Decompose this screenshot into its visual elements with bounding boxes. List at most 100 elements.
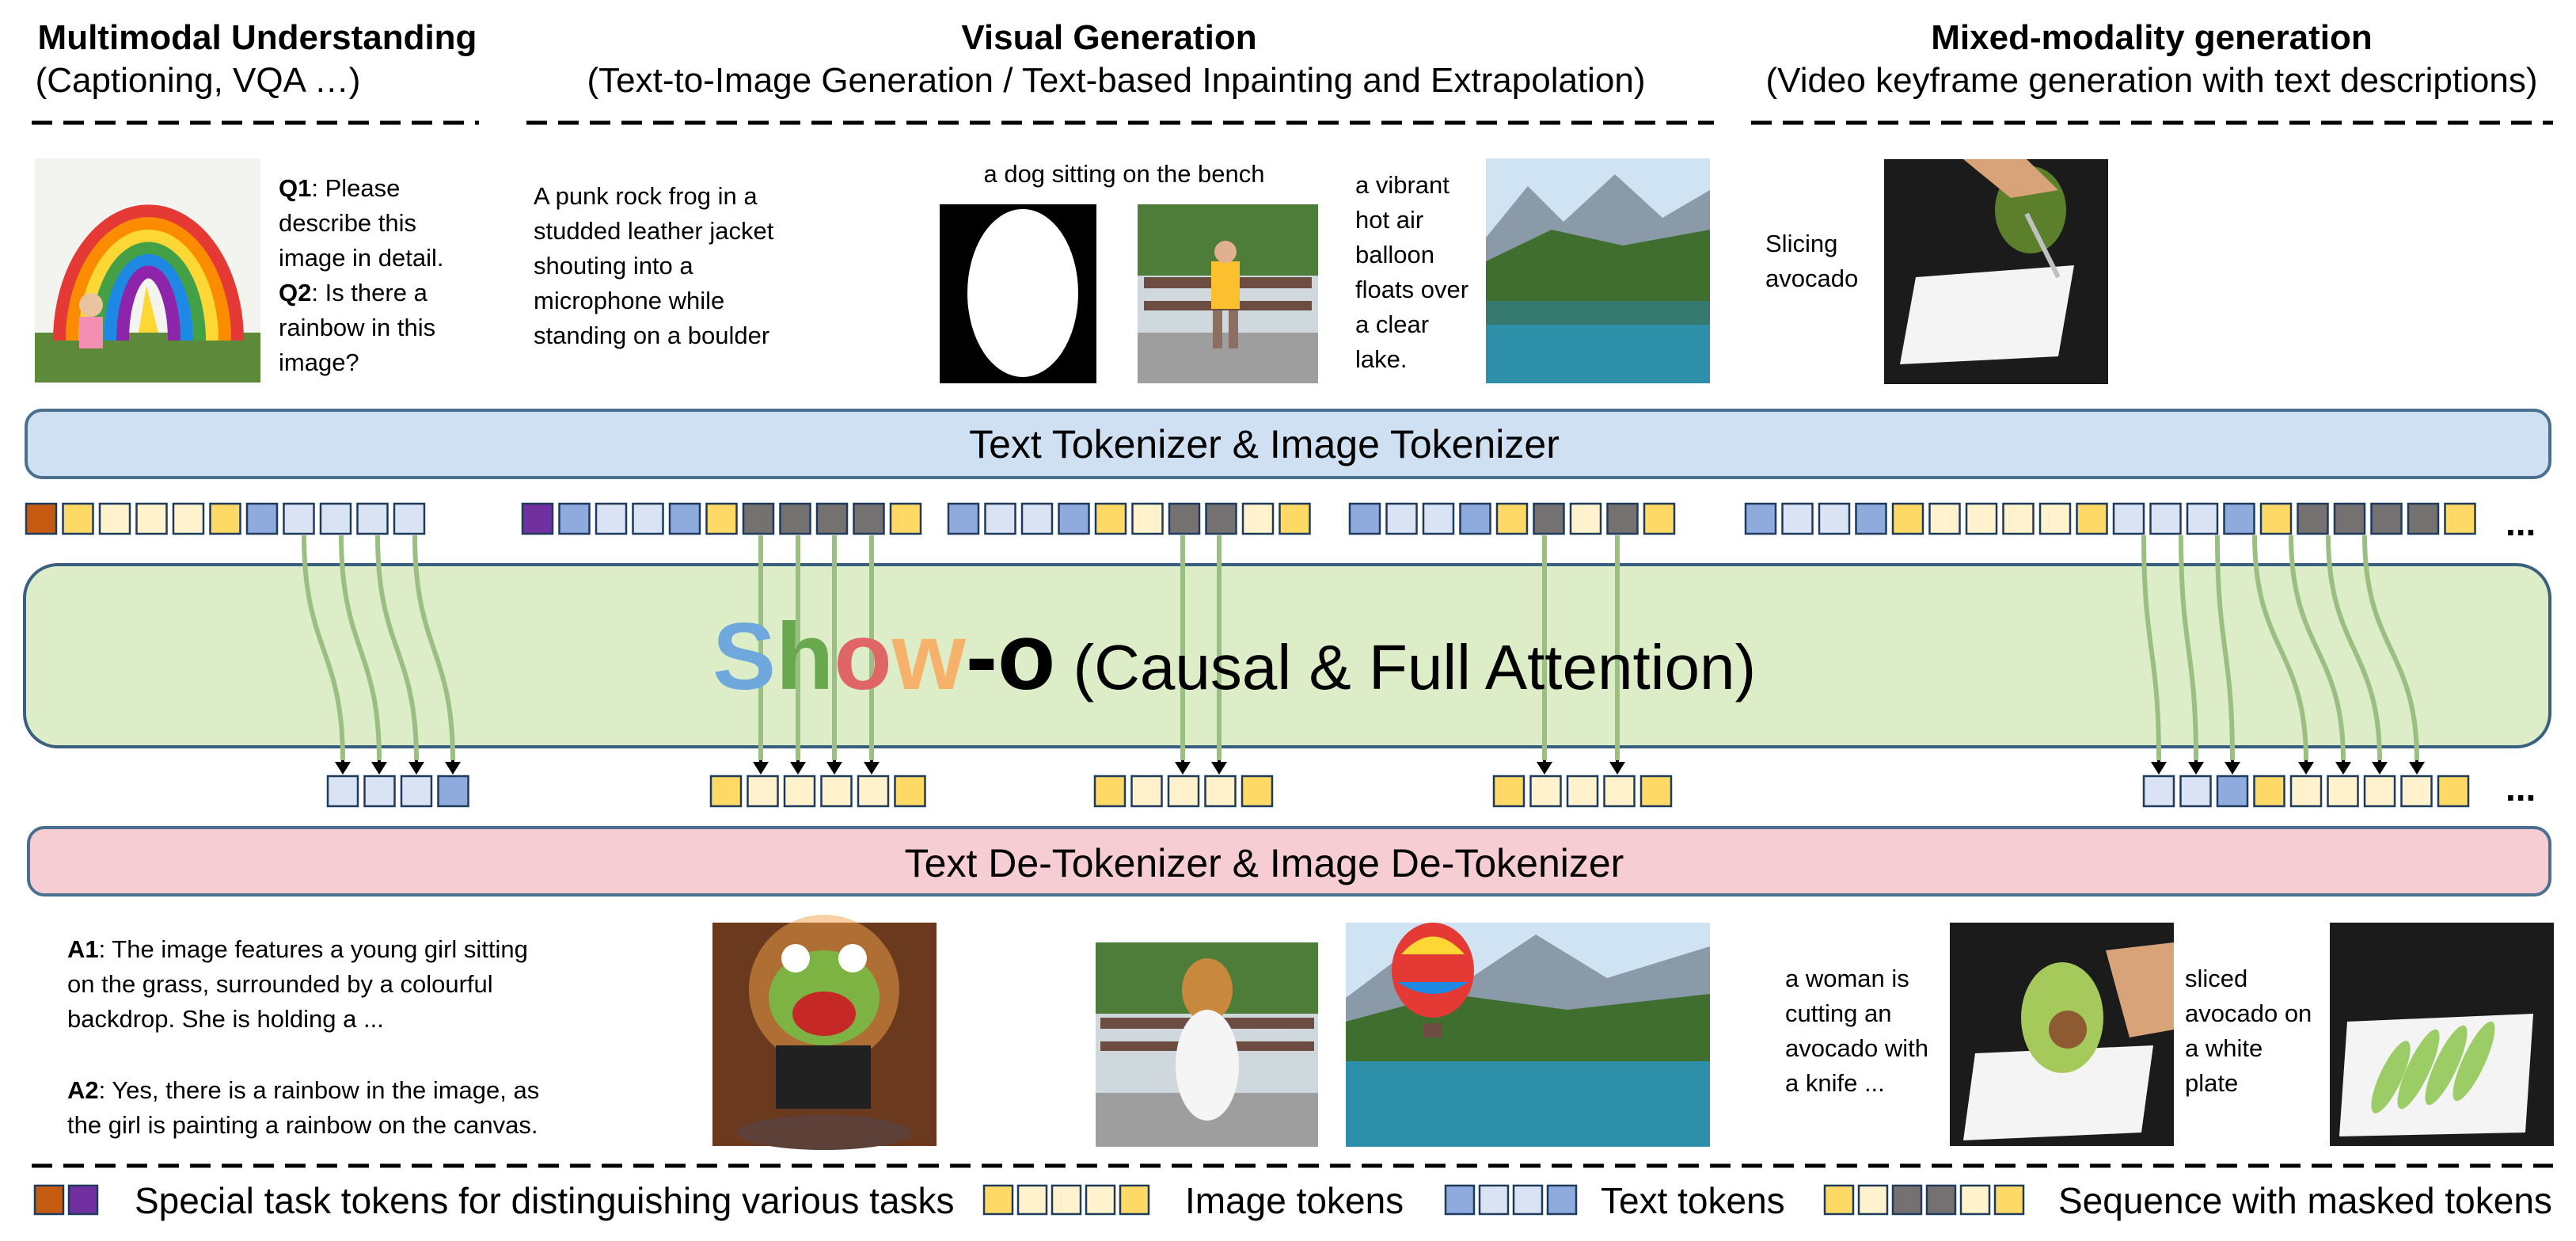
mixed-out2-line4: plate	[2185, 1069, 2238, 1097]
text-token	[1855, 502, 1887, 535]
text-token	[2149, 502, 2182, 535]
text-token	[283, 502, 315, 535]
a1-line2: on the grass, surrounded by a colourful	[67, 970, 493, 998]
image-token	[2363, 775, 2396, 808]
text-token	[2112, 502, 2145, 535]
attention-curve	[2252, 535, 2308, 761]
text-token	[947, 502, 980, 535]
text-token	[437, 775, 469, 808]
image-token	[1093, 775, 1127, 808]
image-token	[1928, 502, 1961, 535]
arrow-head	[753, 762, 769, 775]
image-token	[889, 502, 922, 535]
detokenizer-label: Text De-Tokenizer & Image De-Tokenizer	[905, 841, 1624, 885]
text-token	[326, 775, 359, 808]
image-token	[135, 502, 168, 535]
special-task-token	[521, 502, 554, 535]
image-token	[172, 502, 205, 535]
masked-token	[2370, 502, 2403, 535]
arrow-head	[335, 762, 351, 775]
generation-subtitle: (Text-to-Image Generation / Text-based I…	[587, 61, 1645, 100]
text-token	[1781, 502, 1814, 535]
image-token	[1603, 775, 1636, 808]
q2-line1: Q2: Is there a	[279, 279, 428, 306]
legend-swatch	[1051, 1184, 1082, 1216]
image-token	[209, 502, 241, 535]
arrow-head	[371, 762, 387, 775]
input-token-row	[25, 502, 2476, 535]
tokenizer-bar	[25, 409, 2551, 479]
image-token	[1965, 502, 1998, 535]
understanding-subtitle: (Captioning, VQA …)	[36, 61, 361, 100]
image-token	[2444, 502, 2476, 535]
show-o-model-box	[23, 563, 2551, 748]
image-token	[820, 775, 853, 808]
masked-token	[2333, 502, 2366, 535]
image-token	[2002, 502, 2035, 535]
mixed-out2-line1: sliced	[2185, 965, 2247, 992]
legend-swatch	[1444, 1184, 1476, 1216]
image-token	[2076, 502, 2108, 535]
text-token	[2142, 775, 2175, 808]
image-token	[1569, 502, 1602, 535]
image-token	[1279, 502, 1311, 535]
t2i-prompt-line3: shouting into a	[534, 252, 693, 280]
mixed-out1-line1: a woman is	[1785, 965, 1909, 992]
extrap-prompt-line2: hot air	[1355, 206, 1423, 234]
legend-swatch	[1085, 1184, 1116, 1216]
understanding-title: Multimodal Understanding	[38, 18, 477, 57]
image-token	[705, 502, 738, 535]
arrow-head	[864, 762, 880, 775]
legend-swatches	[33, 1184, 2025, 1216]
image-token	[1566, 775, 1599, 808]
legend-image: Image tokens	[1185, 1180, 1404, 1221]
generation-title: Visual Generation	[961, 18, 1256, 57]
arrow-head	[2409, 762, 2425, 775]
image-token	[2289, 775, 2323, 808]
logo-dash-o: -o	[966, 603, 1055, 710]
text-token	[356, 502, 389, 535]
attention-curve	[2362, 535, 2419, 761]
balloon-lake-image	[1346, 923, 1710, 1147]
masked-token	[742, 502, 775, 535]
image-token	[2437, 775, 2470, 808]
arrow-head	[445, 762, 461, 775]
masked-token	[2297, 502, 2329, 535]
image-token	[1094, 502, 1127, 535]
mixed-out1-line4: a knife ...	[1785, 1069, 1885, 1097]
mixed-title: Mixed-modality generation	[1931, 18, 2372, 57]
image-token	[1643, 502, 1676, 535]
masked-token	[1168, 502, 1201, 535]
text-token	[1385, 502, 1418, 535]
tokenizer-label: Text Tokenizer & Image Tokenizer	[969, 422, 1560, 466]
inpaint-prompt: a dog sitting on the bench	[983, 160, 1264, 188]
text-token	[1744, 502, 1777, 535]
masked-token	[779, 502, 811, 535]
legend-swatch	[1925, 1184, 1957, 1216]
extrap-prompt-line3: balloon	[1355, 241, 1434, 268]
mixed-subtitle: (Video keyframe generation with text des…	[1765, 61, 2537, 100]
mixed-out2-line3: a white	[2185, 1034, 2263, 1062]
text-token	[319, 502, 352, 535]
extrap-prompt-line5: a clear	[1355, 310, 1429, 338]
extrap-prompt-line4: floats over	[1355, 276, 1468, 303]
t2i-prompt-line1: A punk rock frog in a	[534, 182, 758, 210]
masked-token	[853, 502, 885, 535]
text-token	[1818, 502, 1851, 535]
image-token	[2038, 502, 2072, 535]
detokenizer-bar	[27, 826, 2551, 896]
legend-masked: Sequence with masked tokens	[2058, 1180, 2552, 1221]
image-token	[709, 775, 743, 808]
attention-curve	[2326, 535, 2382, 761]
attention-curve	[339, 535, 382, 761]
a2-line2: the girl is painting a rainbow on the ca…	[67, 1111, 538, 1139]
dog-on-bench-image	[1138, 204, 1318, 383]
masked-token	[2407, 502, 2440, 535]
image-token	[747, 775, 779, 808]
arrow-head	[1537, 762, 1552, 775]
text-token	[393, 502, 426, 535]
mountain-lake-image	[1486, 158, 1710, 383]
sliced-avocado-image	[2330, 923, 2554, 1146]
legend-swatch	[1512, 1184, 1544, 1216]
